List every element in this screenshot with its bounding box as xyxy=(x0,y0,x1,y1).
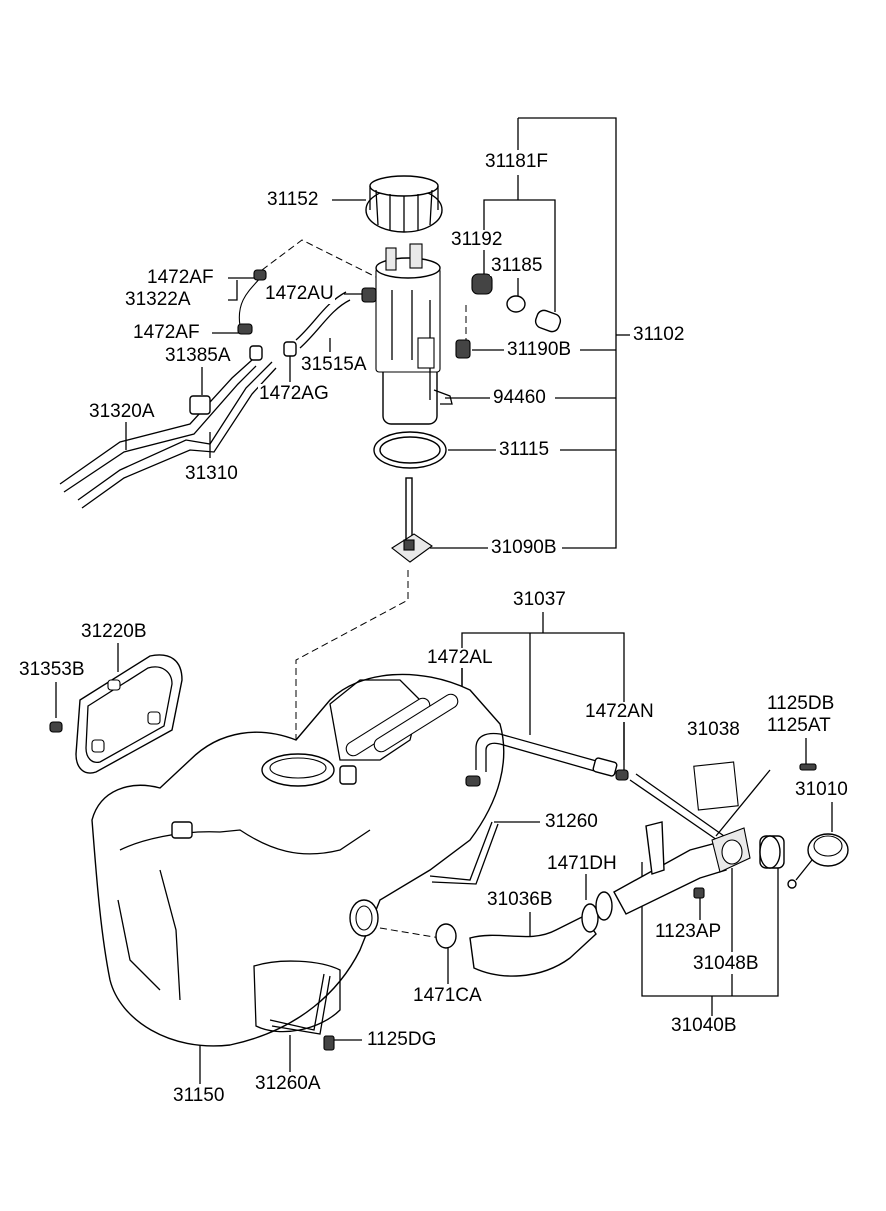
label-31181F: 31181F xyxy=(484,151,550,172)
leader-lines xyxy=(55,117,833,1084)
label-1472AG: 1472AG xyxy=(258,383,330,404)
gasket xyxy=(373,431,447,469)
label-1125DB: 1125DB xyxy=(766,693,836,714)
fuel-sender xyxy=(391,477,433,563)
fuel-lines xyxy=(59,269,351,509)
label-1123AP: 1123AP xyxy=(654,921,723,942)
label-31310: 31310 xyxy=(184,463,239,484)
label-31322A: 31322A xyxy=(124,289,192,310)
label-31185: 31185 xyxy=(490,255,544,276)
label-31115: 31115 xyxy=(498,439,551,460)
label-1472AU: 1472AU xyxy=(264,283,335,304)
label-31385A: 31385A xyxy=(164,345,232,366)
label-1472AF-b: 1472AF xyxy=(132,322,201,343)
heat-shield xyxy=(49,654,183,774)
label-1471DH: 1471DH xyxy=(546,853,618,874)
label-1471CA: 1471CA xyxy=(412,985,483,1006)
label-31152: 31152 xyxy=(266,189,320,210)
filler-neck xyxy=(435,761,817,977)
label-31353B: 31353B xyxy=(18,659,86,680)
label-31260A: 31260A xyxy=(254,1073,322,1094)
label-31048B: 31048B xyxy=(692,953,760,974)
label-31150: 31150 xyxy=(172,1085,226,1106)
label-94460: 94460 xyxy=(492,387,547,408)
fuel-pump-module xyxy=(375,243,453,425)
label-31040B: 31040B xyxy=(670,1015,738,1036)
fuel-tank xyxy=(91,673,505,1047)
label-31220B: 31220B xyxy=(80,621,148,642)
fittings xyxy=(361,273,562,359)
label-31190B: 31190B xyxy=(506,339,573,360)
label-31038: 31038 xyxy=(686,719,741,740)
label-31260: 31260 xyxy=(544,811,599,832)
label-31010: 31010 xyxy=(794,779,849,800)
label-31320A: 31320A xyxy=(88,401,156,422)
label-31102: 31102 xyxy=(632,324,686,345)
label-31036B: 31036B xyxy=(486,889,554,910)
label-31515A: 31515A xyxy=(300,354,368,375)
lock-ring xyxy=(365,175,443,233)
label-1472AN: 1472AN xyxy=(584,701,655,722)
label-1472AL: 1472AL xyxy=(426,647,494,668)
label-31192: 31192 xyxy=(450,229,504,250)
vent-hose xyxy=(465,732,725,843)
tank-straps xyxy=(269,821,499,1051)
label-1125DG: 1125DG xyxy=(366,1029,438,1050)
label-1125AT: 1125AT xyxy=(766,715,832,736)
label-31037: 31037 xyxy=(512,589,567,610)
label-1472AF-a: 1472AF xyxy=(146,267,215,288)
fuel-cap xyxy=(787,833,849,889)
label-31090B: 31090B xyxy=(490,537,558,558)
